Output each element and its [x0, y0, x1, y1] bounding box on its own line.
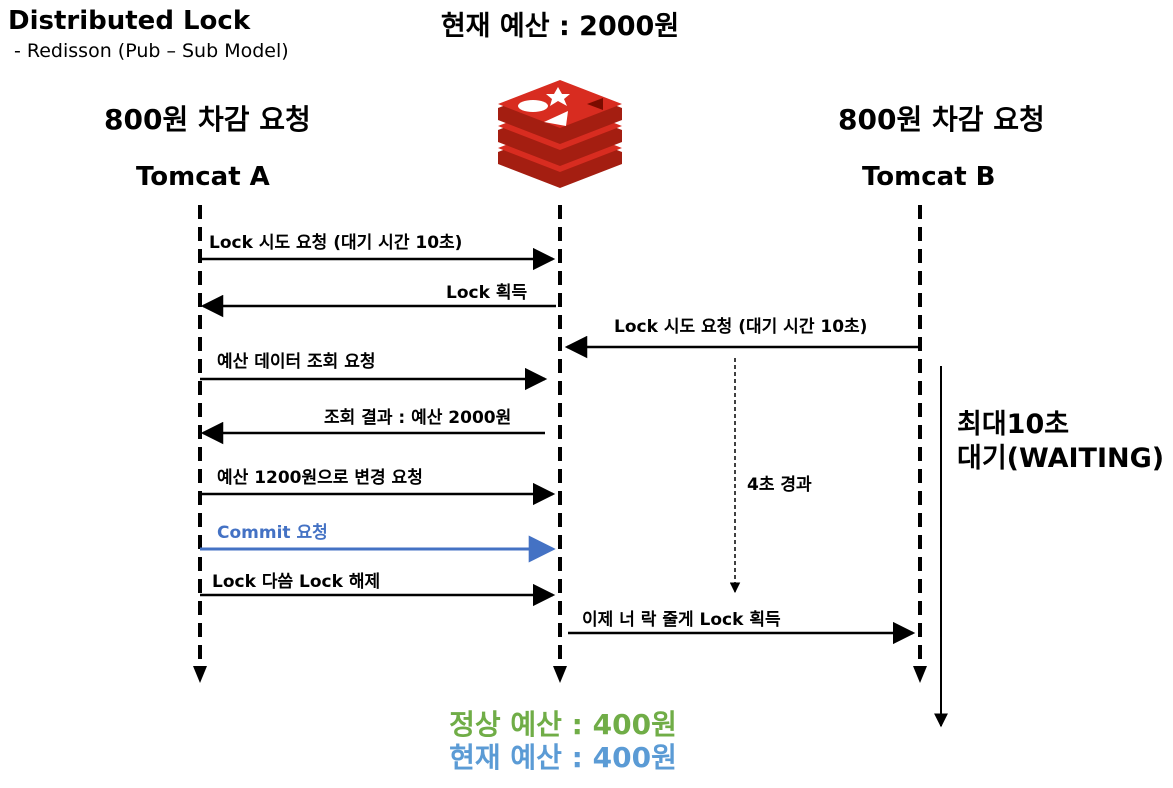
tomcat-a-label: Tomcat A [136, 162, 270, 192]
actual-budget-label: 현재 예산 : 400원 [449, 741, 677, 774]
right-request-label: 800원 차감 요청 [838, 103, 1045, 136]
message-lock-release: Lock 다씀 Lock 해제 [212, 572, 381, 592]
elapsed-time-label: 4초 경과 [747, 475, 812, 495]
waiting-label: 최대10초 대기(WAITING) [957, 408, 1164, 476]
lifeline-tomcat-a-arrowhead [193, 666, 207, 683]
current-budget-label: 현재 예산 : 2000원 [440, 11, 680, 42]
lifeline-redis-arrowhead [553, 666, 567, 683]
message-lock-acquired: Lock 획득 [446, 283, 528, 303]
message-lock-request-b: Lock 시도 요청 (대기 시간 10초) [614, 317, 868, 337]
waiting-label-line2: 대기(WAITING) [957, 443, 1165, 474]
lifeline-tomcat-b-arrowhead [913, 666, 927, 683]
message-query-result: 조회 결과 : 예산 2000원 [324, 408, 512, 428]
message-commit: Commit 요청 [217, 523, 328, 543]
diagram-title: Distributed Lock [8, 6, 251, 36]
message-budget-update: 예산 1200원으로 변경 요청 [217, 468, 423, 488]
message-lock-grant-b: 이제 너 락 줄게 Lock 획득 [582, 610, 781, 630]
diagram-subtitle: - Redisson (Pub – Sub Model) [14, 40, 289, 62]
expected-budget-label: 정상 예산 : 400원 [449, 708, 677, 741]
message-lock-request-a: Lock 시도 요청 (대기 시간 10초) [209, 233, 463, 253]
left-request-label: 800원 차감 요청 [104, 103, 311, 136]
message-budget-query: 예산 데이터 조회 요청 [217, 352, 376, 372]
tomcat-b-label: Tomcat B [862, 162, 996, 192]
redis-logo-icon [498, 80, 622, 188]
waiting-label-line1: 최대10초 [957, 409, 1070, 440]
